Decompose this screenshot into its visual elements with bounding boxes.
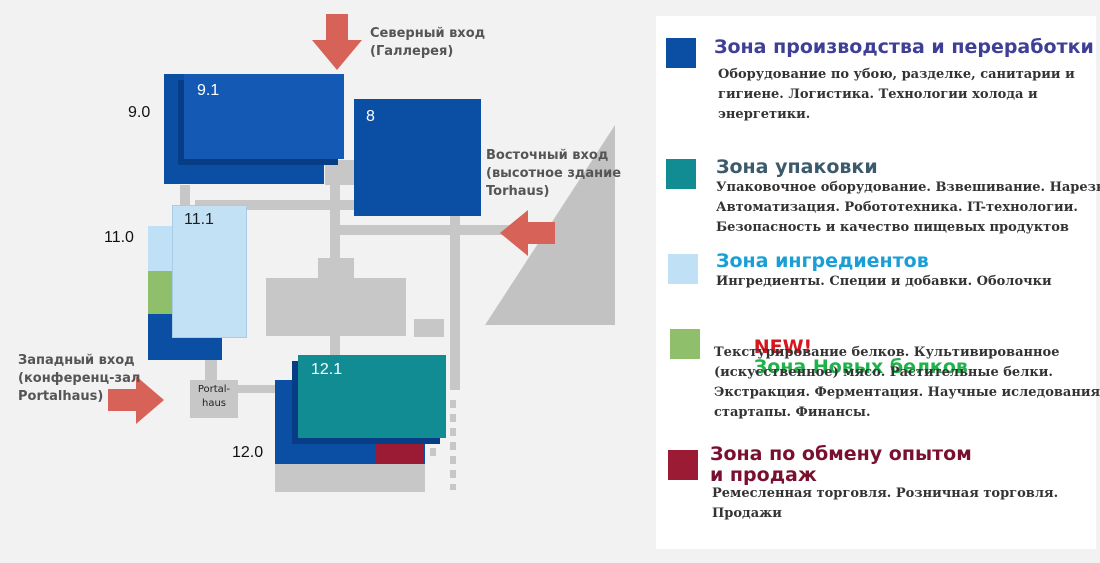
new-badge: NEW!	[753, 336, 813, 358]
north-entrance-label: Северный вход (Галлерея)	[370, 26, 486, 59]
west-entrance-arrow	[108, 376, 164, 424]
new-proteins-heading: NEW! Зона Новых белков	[714, 317, 968, 397]
new-proteins-swatch	[670, 329, 700, 359]
exhibition-map: 9.1 9.0 8 11.0 11.1 Portal- haus 12.0 12…	[18, 14, 622, 492]
corridor	[195, 200, 455, 210]
building-block	[414, 319, 444, 337]
packaging-description: Упаковочное оборудование. Взвешивание. Н…	[716, 180, 1100, 235]
production-description: Оборудование по убою, разделке, санитари…	[718, 67, 1075, 122]
legend-panel: Зона производства и переработки Оборудов…	[656, 16, 1100, 549]
portalhaus[interactable]	[190, 380, 238, 418]
building-block	[275, 460, 425, 492]
ingredients-title: Зона ингредиентов	[716, 250, 929, 272]
hall-8[interactable]	[354, 99, 481, 216]
east-entrance-arrow	[500, 210, 555, 256]
corridor	[235, 385, 300, 393]
ingredients-description: Ингредиенты. Специи и добавки. Оболочки	[716, 274, 1052, 289]
hall-12-0-label: 12.0	[232, 444, 264, 461]
trade-swatch	[668, 450, 698, 480]
hall-9-0-label: 9.0	[128, 104, 151, 121]
production-swatch	[666, 38, 696, 68]
hall-8-label: 8	[366, 108, 375, 125]
west-entrance-label: Западный вход (конференц-зал Portalhaus)	[18, 353, 141, 404]
path-dots	[450, 400, 456, 490]
building-block	[266, 278, 406, 336]
corridor	[450, 215, 460, 390]
production-title: Зона производства и переработки	[714, 36, 1094, 58]
hall-9-1[interactable]	[184, 74, 344, 159]
trade-description: Ремесленная торговля. Розничная торговля…	[712, 486, 1059, 521]
path-dots	[430, 420, 436, 460]
hall-12-0-trade[interactable]	[376, 436, 424, 464]
hall-11-1[interactable]	[172, 205, 247, 338]
east-entrance-label: Восточный вход (высотное здание Torhaus)	[486, 148, 622, 199]
hall-11-1-label: 11.1	[184, 211, 214, 228]
corridor	[325, 160, 355, 185]
hall-12-1[interactable]	[298, 355, 446, 438]
packaging-title: Зона упаковки	[716, 156, 878, 178]
corridor	[180, 185, 190, 205]
hall-9-1-label: 9.1	[197, 82, 220, 99]
north-entrance-arrow	[312, 14, 362, 70]
portalhaus-label: Portal- haus	[197, 384, 231, 409]
hall-12-1-label: 12.1	[311, 361, 343, 378]
trade-title: Зона по обмену опытом и продаж	[710, 443, 972, 486]
packaging-swatch	[666, 159, 696, 189]
hall-11-0-label: 11.0	[104, 229, 134, 246]
ingredients-swatch	[668, 254, 698, 284]
new-proteins-description: Текстурирование белков. Культивированное…	[714, 345, 1100, 420]
new-proteins-title: Зона Новых белков	[753, 356, 968, 378]
